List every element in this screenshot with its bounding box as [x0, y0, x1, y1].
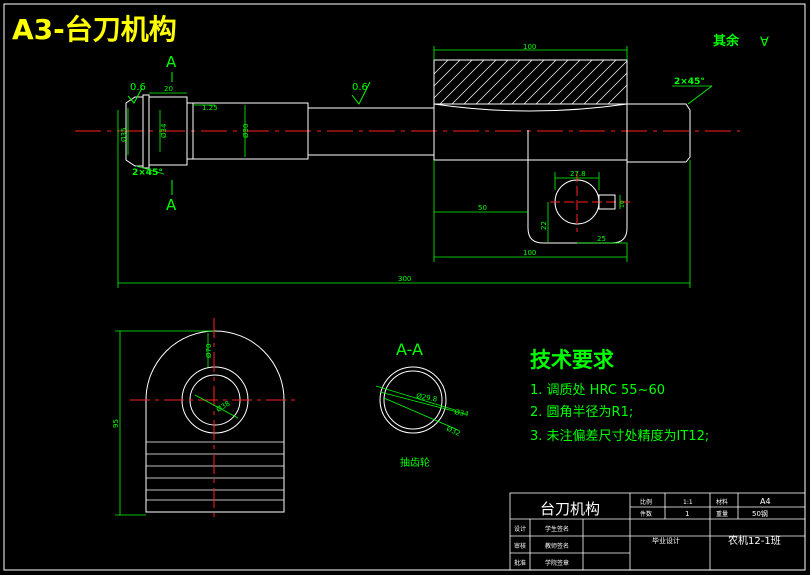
rack-hatch-block	[433, 59, 628, 105]
roughness-left: 0.6	[130, 82, 146, 93]
tb-scale-value: 1:1	[683, 499, 693, 506]
section-mark-bottom: A	[166, 196, 177, 214]
section-outer-circle	[379, 366, 447, 434]
title-block: 台刀机构 比例 1:1 材料 A4 件数 1 重量 50钢 设计 学生签名 审核…	[509, 492, 806, 571]
section-mark-top: A	[166, 53, 177, 71]
tb-weight-value: 50钢	[752, 509, 768, 518]
section-label: A-A	[396, 340, 423, 359]
roughness-mid-symbol	[351, 81, 371, 105]
section-dim-dia-34: Ø34	[454, 408, 470, 418]
roughness-left-symbol	[127, 87, 143, 104]
end-dim-dia-38: Ø38	[215, 400, 231, 414]
tb-material-label: 材料	[716, 498, 728, 506]
tb-weight-label: 重量	[716, 510, 728, 518]
dim-27-8: 27.8	[570, 170, 586, 178]
end-view-dimension-lines	[115, 330, 239, 516]
roughness-note: 其余	[713, 33, 740, 49]
section-inner-circle	[383, 370, 443, 430]
tb-material-value: A4	[760, 497, 771, 506]
roughness-symbol: ∀	[760, 35, 769, 50]
tb-row2-person: 教师签名	[545, 542, 569, 550]
chamfer-right: 2×45°	[674, 77, 705, 87]
rack-body	[433, 103, 628, 161]
drawing-title: A3-台刀机构	[12, 13, 177, 46]
rack-hatching	[433, 59, 628, 105]
tb-name: 台刀机构	[540, 500, 600, 518]
dim-dia-34: Ø34	[160, 123, 168, 138]
end-view-outline	[145, 330, 285, 513]
tb-project: 毕业设计	[652, 536, 680, 545]
dim-300: 300	[398, 275, 411, 283]
tb-qty-label: 件数	[640, 510, 652, 518]
end-view-rack-lines	[146, 441, 284, 501]
tech-heading: 技术要求	[530, 348, 614, 372]
title-block-grid	[509, 492, 806, 571]
shaft-right-end	[627, 103, 691, 163]
tb-row2-role: 审核	[514, 542, 526, 550]
tb-row3-person: 学院签章	[545, 559, 569, 567]
section-dim-dia-32: Ø32	[445, 425, 461, 438]
tech-item-2: 2. 圆角半径为R1;	[530, 405, 633, 420]
section-dim-dia-29-8: Ø29.8	[416, 392, 438, 404]
tb-row1-person: 学生签名	[545, 525, 569, 533]
dim-dia-35: Ø35	[120, 128, 128, 142]
end-dim-dia-70: Ø70	[205, 344, 213, 358]
shaft-groove-left	[142, 94, 150, 169]
dim-22: 22	[540, 221, 548, 230]
dim-10: 10	[619, 200, 626, 208]
sheet-border	[3, 3, 806, 571]
dim-dia-30: Ø30	[242, 124, 250, 138]
lug-keyway	[598, 194, 616, 210]
tech-requirements: 技术要求 1. 调质处 HRC 55~60 2. 圆角半径为R1; 3. 未注偏…	[530, 348, 709, 444]
tech-item-1: 1. 调质处 HRC 55~60	[530, 383, 665, 398]
tb-qty-value: 1	[685, 510, 689, 518]
dim-20: 20	[164, 85, 173, 93]
dim-50: 50	[478, 204, 487, 212]
tb-scale-label: 比例	[640, 498, 652, 506]
roughness-mid: 0.6	[352, 82, 368, 93]
tb-drawing-no: 农机12-1班	[728, 534, 781, 547]
tech-item-3: 3. 未注偏差尺寸处精度为IT12;	[530, 428, 709, 444]
end-view: Ø70 Ø38 95	[112, 318, 300, 520]
chamfer-left: 2×45°	[132, 168, 163, 178]
dim-1-25: 1.25	[202, 104, 218, 112]
shaft-main-view: A A 0.6 0.6	[75, 43, 740, 288]
end-dim-95: 95	[112, 419, 120, 428]
section-view-aa: A-A Ø29.8 Ø34 Ø32 抽齿轮	[375, 340, 470, 469]
dim-100-bottom: 100	[523, 249, 536, 257]
dim-100-top: 100	[523, 43, 536, 51]
tb-row1-role: 设计	[514, 525, 526, 533]
section-caption: 抽齿轮	[400, 456, 430, 469]
shaft-dimension-lines	[117, 46, 713, 288]
tb-row3-role: 批准	[514, 559, 526, 567]
dim-25: 25	[597, 235, 606, 243]
section-dimension-lines	[375, 385, 466, 431]
